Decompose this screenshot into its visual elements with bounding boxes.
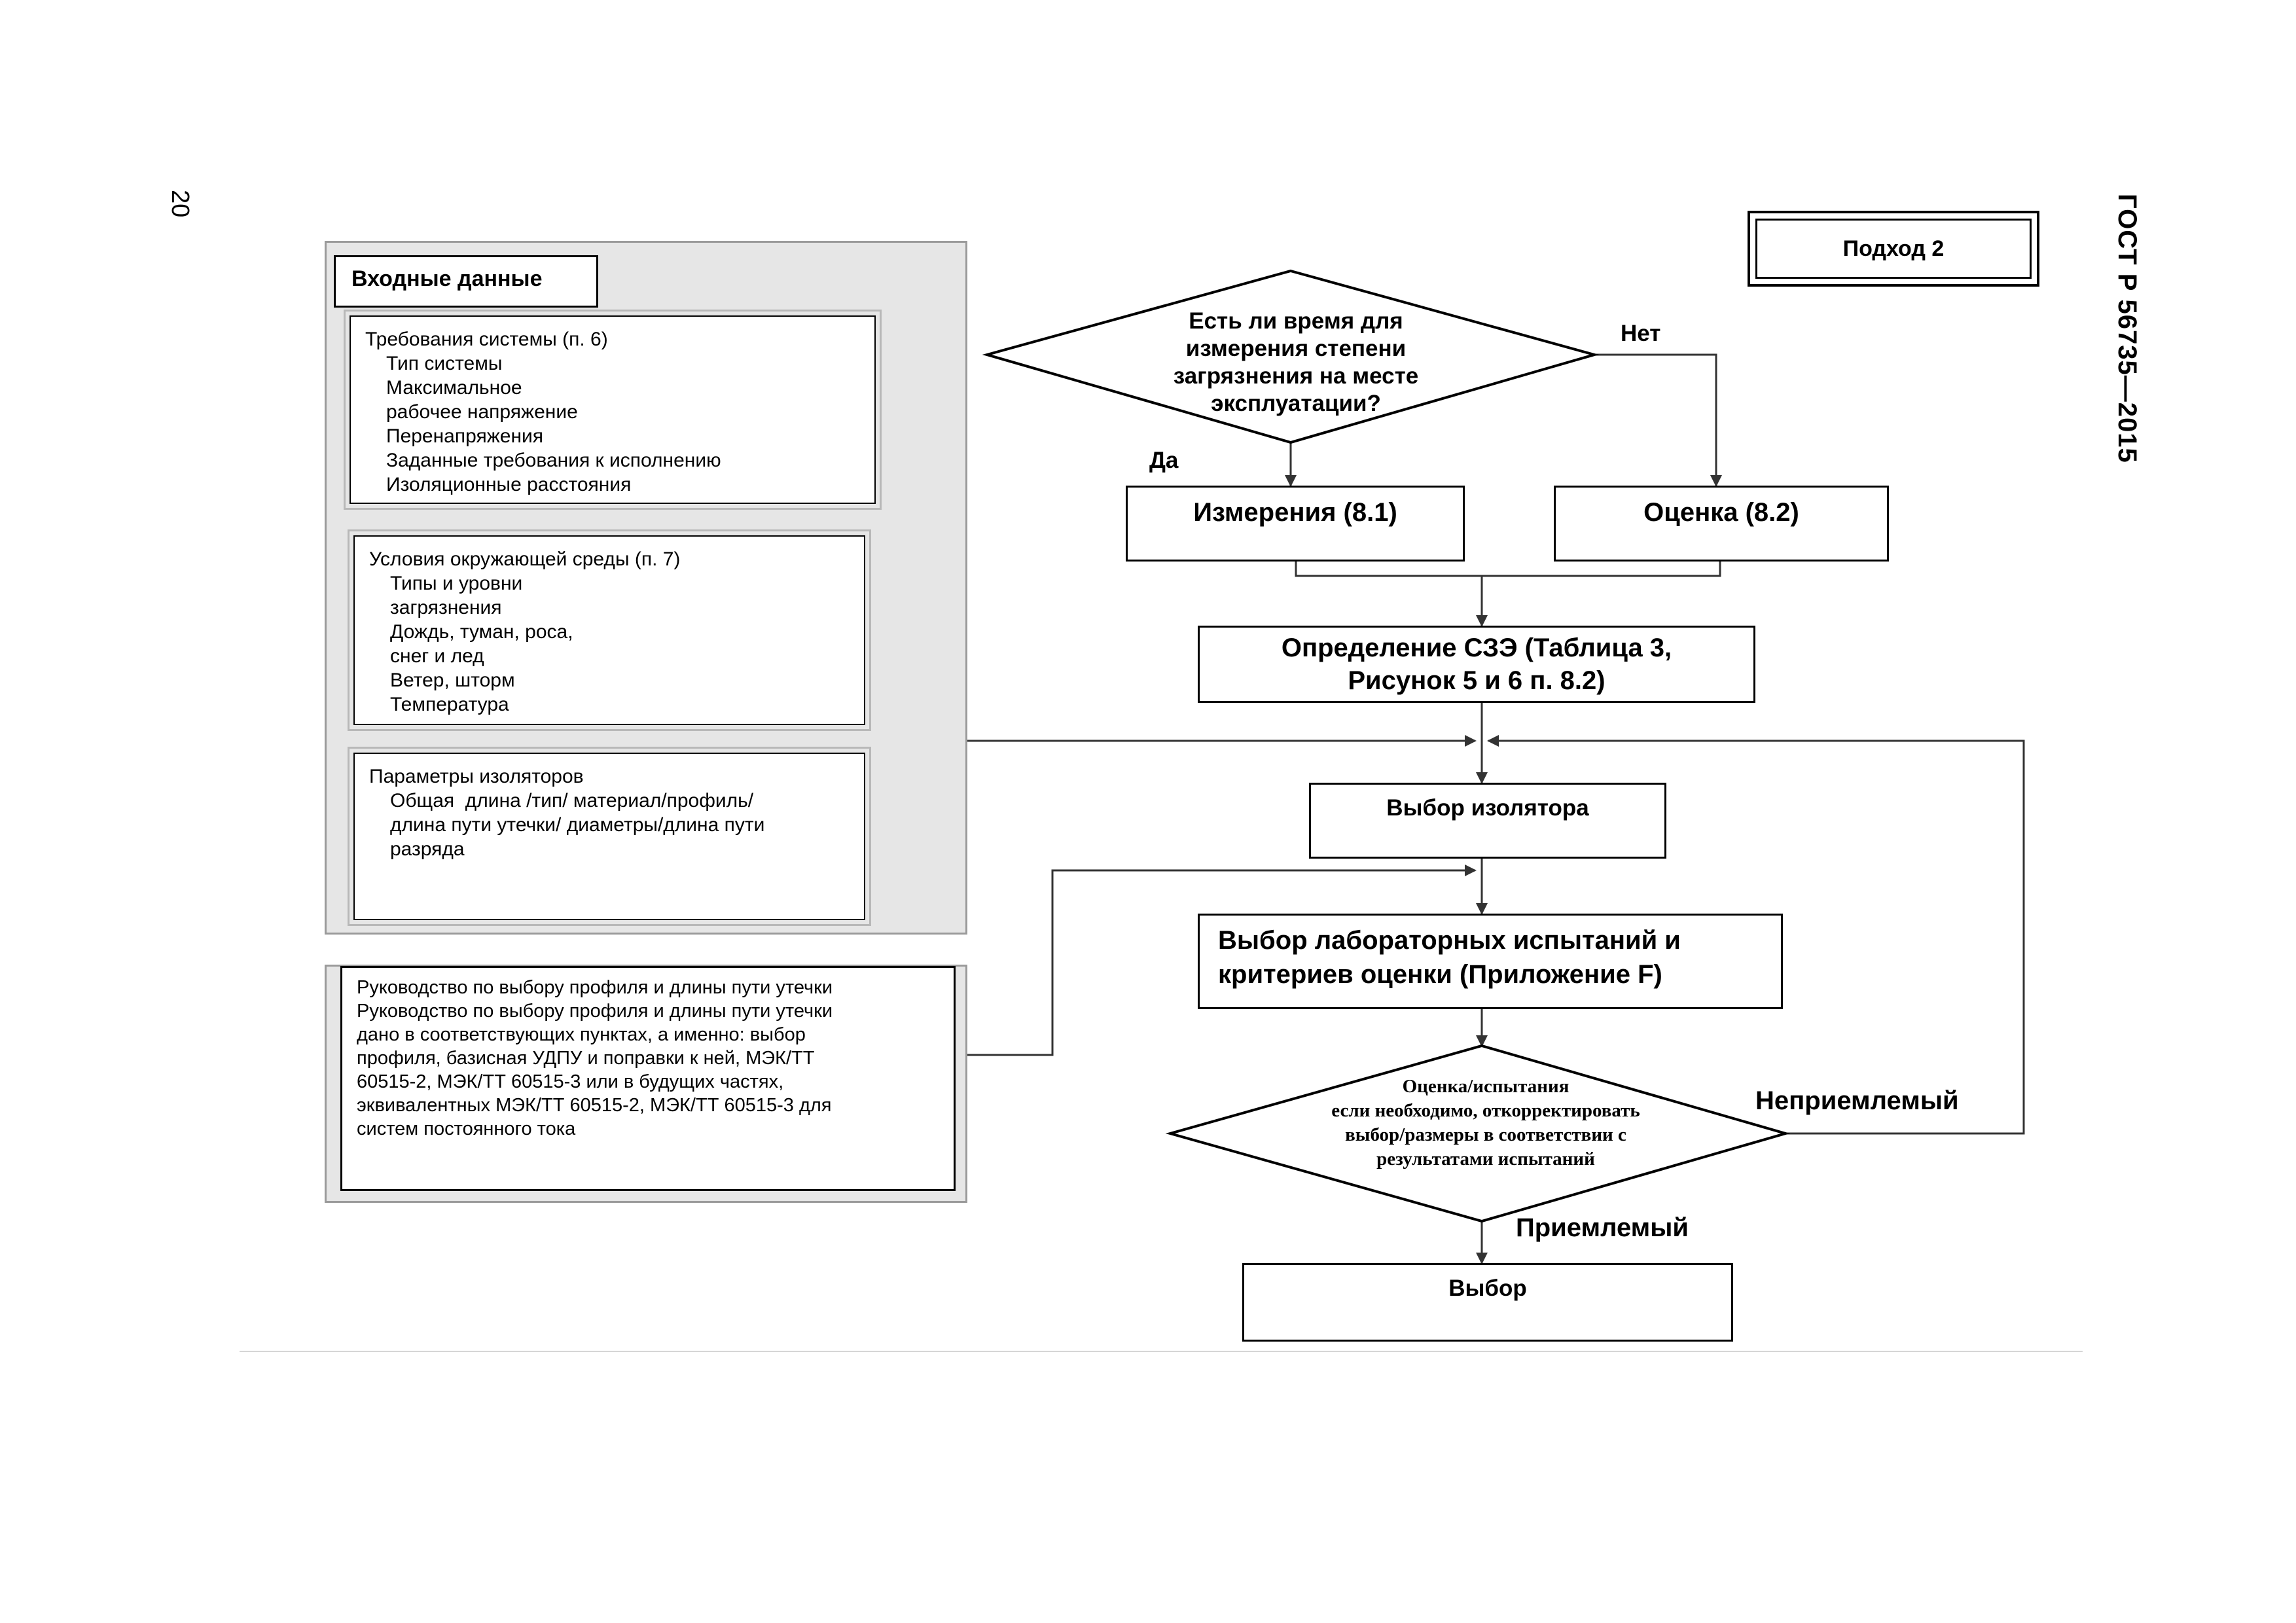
bottom-rule	[240, 1351, 2083, 1352]
sse-box: Определение СЗЭ (Таблица 3, Рисунок 5 и …	[1198, 626, 1755, 703]
system-line: Перенапряжения	[386, 425, 544, 447]
insulator-choice-box: Выбор изолятора	[1309, 783, 1666, 859]
input-title-box: Входные данные	[334, 255, 598, 308]
arrow-no	[1594, 353, 1722, 487]
no-label: Нет	[1621, 321, 1661, 346]
insulator-heading: Параметры изоляторов	[369, 766, 584, 787]
system-heading: Требования системы (п. 6)	[365, 329, 608, 350]
line-guide-to-flow	[967, 865, 1477, 1056]
system-line: Максимальное	[386, 377, 522, 399]
insulator-line: Общая длина /тип/ материал/профиль/	[390, 790, 754, 812]
guide-line: систем постоянного тока	[357, 1118, 576, 1139]
system-line: Тип системы	[386, 353, 503, 374]
measurement-box: Измерения (8.1)	[1126, 486, 1465, 562]
acceptable-label: Приемлемый	[1516, 1213, 1689, 1242]
system-line: Изоляционные расстояния	[386, 474, 632, 495]
environment-box: Условия окружающей среды (п. 7) Типы и у…	[348, 529, 871, 731]
approach-label: Подход 2	[1755, 219, 2032, 279]
environment-line: загрязнения	[390, 597, 502, 618]
final-choice-box: Выбор	[1242, 1263, 1733, 1342]
approach-box: Подход 2	[1748, 211, 2039, 287]
environment-line: Ветер, шторм	[390, 669, 515, 691]
environment-line: снег и лед	[390, 645, 484, 667]
test-diamond	[1165, 1044, 1791, 1223]
guide-line: Руководство по выбору профиля и длины пу…	[357, 1001, 833, 1022]
system-requirements-box: Требования системы (п. 6) Тип системы Ма…	[344, 310, 882, 510]
guide-line: Руководство по выбору профиля и длины пу…	[357, 977, 833, 998]
insulator-line: длина пути утечки/ диаметры/длина пути	[390, 814, 765, 836]
line-feedback	[1487, 735, 2025, 1135]
system-line: рабочее напряжение	[386, 401, 578, 423]
guide-box: Руководство по выбору профиля и длины пу…	[340, 966, 956, 1191]
unacceptable-label: Неприемлемый	[1755, 1086, 1959, 1115]
yes-label: Да	[1149, 448, 1179, 473]
decision-diamond	[982, 269, 1600, 444]
line-measure-merge	[1295, 560, 1721, 577]
environment-line: Типы и уровни	[390, 573, 523, 594]
environment-line: Температура	[390, 694, 509, 715]
guide-line: 60515-2, МЭК/ТТ 60515-3 или в будущих ча…	[357, 1071, 784, 1092]
input-title: Входные данные	[351, 266, 543, 291]
insulator-params-box: Параметры изоляторов Общая длина /тип/ м…	[348, 747, 871, 926]
guide-line: профиля, базисная УДПУ и поправки к ней,…	[357, 1048, 815, 1069]
environment-line: Дождь, туман, роса,	[390, 621, 573, 643]
test-evaluation-text: Оценка/испытания если необходимо, откорр…	[1331, 1076, 1640, 1169]
assessment-box: Оценка (8.2)	[1554, 486, 1889, 562]
insulator-line: разряда	[390, 838, 465, 860]
system-line: Заданные требования к исполнению	[386, 450, 721, 471]
environment-heading: Условия окружающей среды (п. 7)	[369, 548, 681, 570]
decision-question: Есть ли время для измерения степени загр…	[1173, 308, 1419, 416]
lab-tests-box: Выбор лабораторных испытаний и критериев…	[1198, 914, 1783, 1009]
guide-line: эквивалентных МЭК/ТТ 60515-2, МЭК/ТТ 605…	[357, 1095, 832, 1116]
guide-line: дано в соответствующих пунктах, а именно…	[357, 1024, 806, 1045]
